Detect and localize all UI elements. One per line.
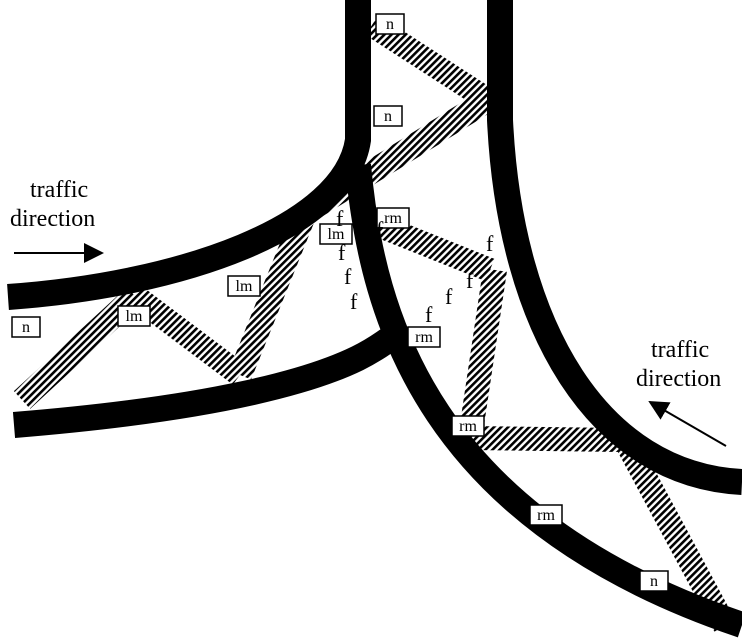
member-right-1 xyxy=(458,268,507,440)
f-label: f xyxy=(344,264,352,289)
member-right-3 xyxy=(614,434,736,632)
road-curves xyxy=(7,0,742,638)
traffic-label-right-line1: traffic xyxy=(651,337,709,363)
svg-text:rm: rm xyxy=(415,329,433,346)
traffic-label-left-line1: traffic xyxy=(30,177,88,203)
traffic-label-right-line2: direction xyxy=(636,366,721,392)
box-n-1: n xyxy=(375,13,405,35)
member-left-1 xyxy=(13,287,144,409)
svg-text:n: n xyxy=(384,108,392,125)
up-left-arrow-icon xyxy=(648,400,727,447)
traffic-label-left-line2: direction xyxy=(10,206,95,232)
box-rm-1: rm xyxy=(376,207,410,229)
member-right-2 xyxy=(469,426,621,452)
f-label: f xyxy=(350,289,358,314)
box-lm-1: lm xyxy=(319,223,353,245)
box-n-3: n xyxy=(11,316,41,338)
member-top-1 xyxy=(365,14,495,111)
svg-text:lm: lm xyxy=(236,278,253,295)
box-rm-2: rm xyxy=(407,326,441,348)
svg-text:n: n xyxy=(650,573,658,590)
svg-text:rm: rm xyxy=(459,418,477,435)
box-lm-2: lm xyxy=(227,275,261,297)
svg-text:rm: rm xyxy=(384,210,402,227)
f-label: f xyxy=(445,284,453,309)
box-rm-3: rm xyxy=(451,415,485,437)
member-left-2 xyxy=(127,286,248,385)
f-label: f xyxy=(425,302,433,327)
box-lm-3: lm xyxy=(117,305,151,327)
member-center xyxy=(365,210,495,282)
traffic-direction-right: traffic direction xyxy=(636,337,727,447)
member-left-3 xyxy=(228,208,317,380)
f-label: f xyxy=(338,240,346,265)
f-label: f xyxy=(376,217,384,242)
svg-text:lm: lm xyxy=(126,308,143,325)
box-n-4: n xyxy=(639,570,669,592)
road-upper-left xyxy=(7,0,371,310)
road-main-diagonal xyxy=(345,163,742,638)
box-n-2: n xyxy=(373,105,403,127)
boxed-labels: n n n n rm rm rm rm xyxy=(11,13,669,592)
f-label: f xyxy=(486,231,494,256)
svg-text:n: n xyxy=(22,319,30,336)
box-rm-4: rm xyxy=(529,504,563,526)
road-lower-left xyxy=(12,328,396,438)
f-labels: f f f f f f f f f xyxy=(336,206,494,327)
road-right xyxy=(487,0,742,495)
f-label: f xyxy=(336,206,344,231)
f-label: f xyxy=(466,268,474,293)
traffic-direction-left: traffic direction xyxy=(10,177,104,263)
svg-text:rm: rm xyxy=(537,507,555,524)
svg-text:n: n xyxy=(386,16,394,33)
svg-text:lm: lm xyxy=(328,226,345,243)
